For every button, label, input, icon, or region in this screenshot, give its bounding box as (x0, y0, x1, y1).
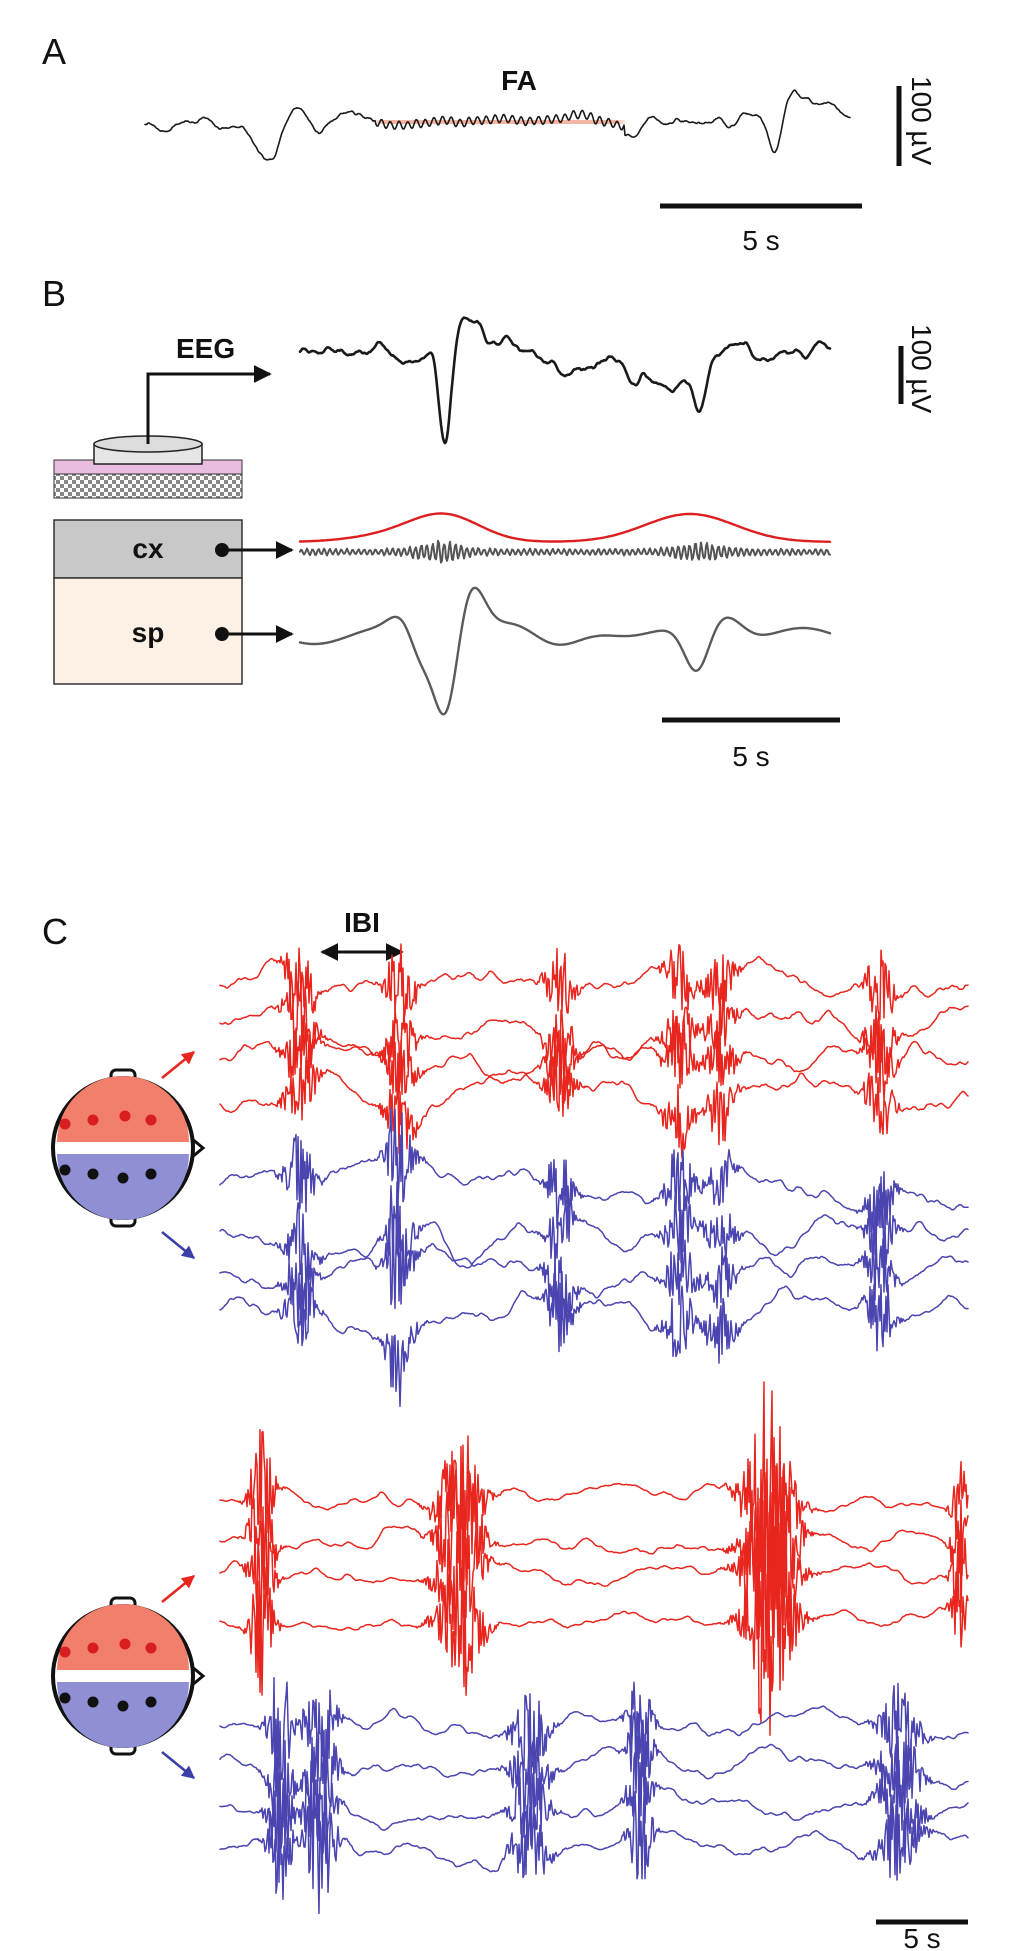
eeg-trace-a (144, 89, 851, 161)
eeg-label: EEG (176, 333, 235, 364)
cx-envelope-trace (298, 512, 832, 543)
channel-trace (219, 1043, 969, 1159)
posterior-traces-2 (219, 1676, 969, 1915)
amplitude-scale-label-a: 100 µV (906, 76, 937, 166)
anterior-traces-2 (219, 1381, 969, 1736)
panel-c-letter: C (42, 911, 68, 952)
amplitude-scale-label-b: 100 µV (906, 324, 937, 414)
posterior-arrow-2 (161, 1750, 196, 1780)
channel-trace (219, 1107, 969, 1233)
channel-trace (219, 1733, 969, 1883)
posterior-traces-1 (219, 1107, 969, 1408)
skull-layer (53, 473, 243, 499)
channel-trace (219, 1183, 969, 1302)
channel-trace (219, 1526, 969, 1736)
cx-label: cx (132, 533, 164, 564)
channel-trace (219, 1381, 969, 1600)
channel-trace (219, 1014, 969, 1105)
time-scale-label-b: 5 s (732, 741, 769, 772)
anterior-traces-1 (219, 943, 969, 1159)
channel-trace (219, 1458, 969, 1679)
panel-c: C IBI 5 s (42, 907, 969, 1951)
channel-trace (219, 1779, 969, 1915)
channel-trace (219, 1181, 969, 1328)
eeg-trace-b (298, 316, 832, 445)
anterior-arrow-2 (161, 1574, 196, 1604)
panel-a: A FA 100 µV 5 s (42, 31, 937, 256)
channel-trace (219, 1463, 969, 1663)
channel-trace (219, 1694, 969, 1846)
posterior-arrow-1 (161, 1230, 196, 1260)
anterior-arrow-1 (161, 1050, 196, 1080)
head-schematic-1 (51, 1068, 206, 1228)
panel-b-letter: B (42, 273, 66, 314)
eeg-arrow (146, 365, 272, 444)
time-scale-label-a: 5 s (742, 225, 779, 256)
panel-a-letter: A (42, 31, 66, 72)
sp-box (53, 577, 243, 685)
channel-trace (219, 1270, 969, 1408)
panel-b: B EEG 100 µV cx sp 5 s (42, 273, 937, 772)
channel-trace (219, 980, 969, 1084)
head-schematic-2 (51, 1596, 206, 1756)
sp-label: sp (132, 617, 165, 648)
channel-trace (219, 1676, 969, 1785)
sp-slow-trace (298, 586, 832, 716)
ibi-label: IBI (344, 907, 380, 938)
electrode-schematic (53, 365, 272, 499)
time-scale-label-c: 5 s (903, 1923, 940, 1951)
channel-trace (219, 943, 969, 1021)
fa-label: FA (501, 65, 537, 96)
cx-band-trace (299, 539, 831, 564)
